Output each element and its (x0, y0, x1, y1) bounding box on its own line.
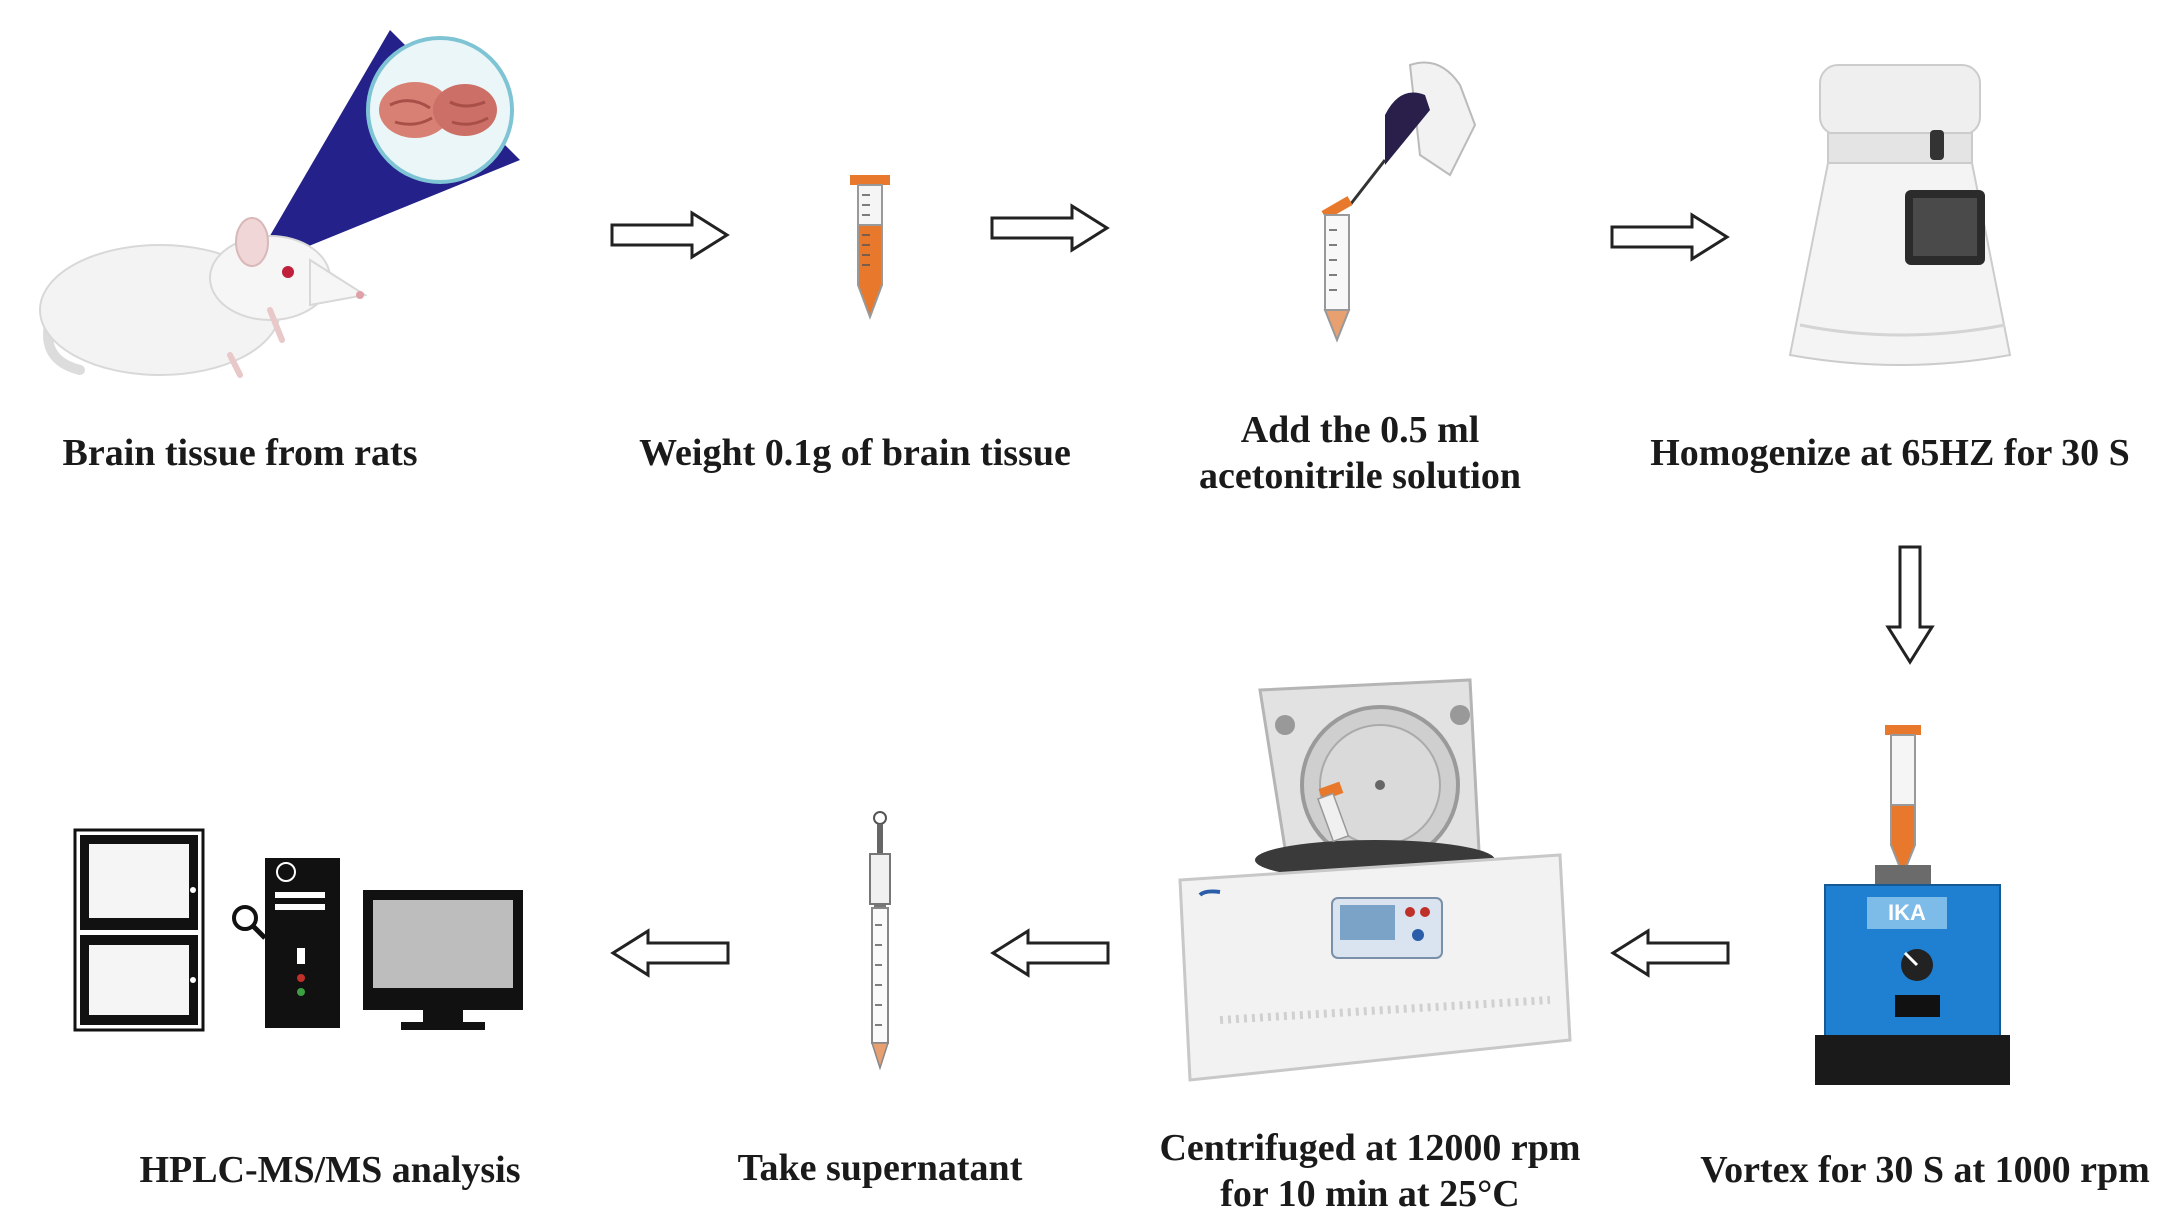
hplc-system-icon (73, 828, 523, 1032)
step-6-caption-line1: Centrifuged at 12000 rpm (1159, 1127, 1581, 1169)
step-4-caption: Homogenize at 65HZ for 30 S (1650, 432, 2130, 474)
step-6-caption: Centrifuged at 12000 rpm for 10 min at 2… (1145, 1125, 1595, 1217)
rat-brain-icon (39, 30, 520, 378)
step-5-caption: Vortex for 30 S at 1000 rpm (1700, 1149, 2150, 1191)
vortex-mixer-icon (1815, 725, 2010, 1085)
step-3-caption-line1: Add the 0.5 ml (1240, 409, 1480, 451)
arrow-6-to-7 (990, 928, 1110, 978)
step-7-caption: Take supernatant (737, 1147, 1023, 1189)
tube-icon (850, 175, 890, 320)
centrifuge-icon (1178, 678, 1572, 1082)
arrow-5-to-6 (1610, 928, 1730, 978)
arrow-1-to-2 (610, 210, 730, 260)
homogenizer-icon (1788, 64, 2012, 366)
step-2-caption: Weight 0.1g of brain tissue (639, 432, 1071, 474)
arrow-4-to-5 (1885, 545, 1935, 665)
step-3-caption: Add the 0.5 ml acetonitrile solution (1160, 407, 1560, 499)
step-3-caption-line2: acetonitrile solution (1199, 455, 1521, 497)
pipette-tube-icon (1321, 61, 1477, 343)
arrow-3-to-4 (1610, 212, 1730, 262)
vortex-device-label: IKA (1888, 900, 1926, 925)
step-6-caption-line2: for 10 min at 25°C (1220, 1173, 1520, 1215)
step-1-caption: Brain tissue from rats (62, 432, 418, 474)
arrow-7-to-8 (610, 928, 730, 978)
syringe-icon (869, 811, 891, 1071)
step-8-caption: HPLC-MS/MS analysis (139, 1149, 521, 1191)
arrow-2-to-3 (990, 203, 1110, 253)
